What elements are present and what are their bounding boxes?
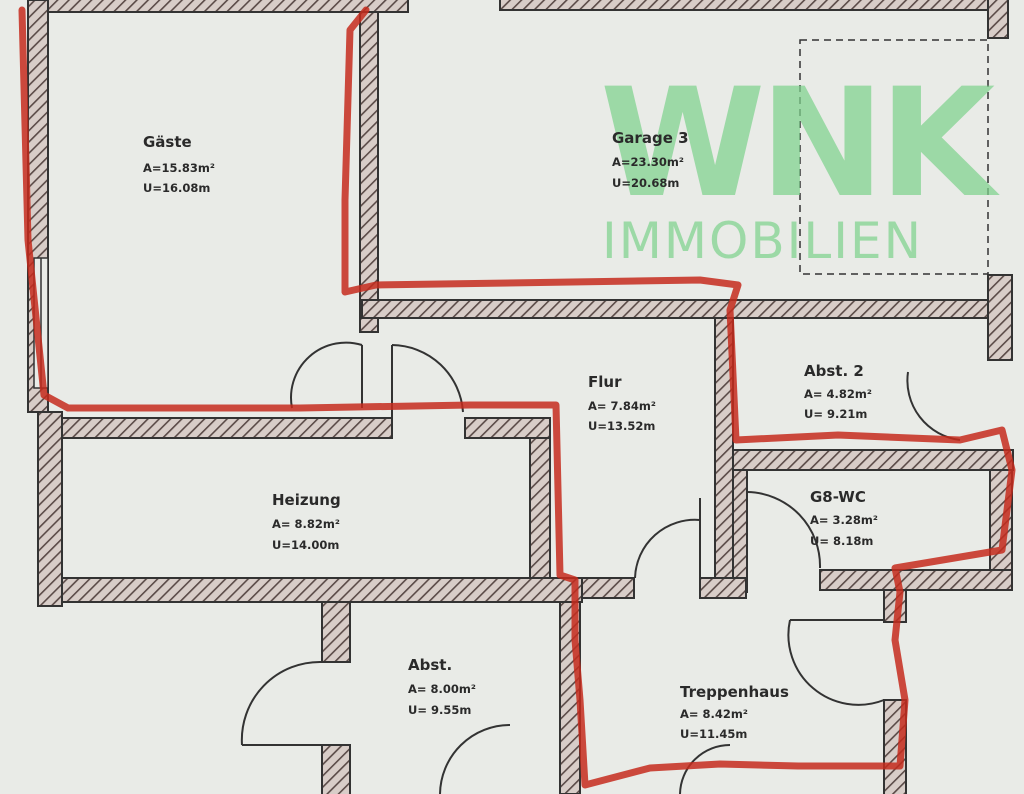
room-labels: Gäste A=15.83m² U=16.08m Garage 3 A=23.3… (143, 129, 878, 741)
wall (699, 577, 747, 599)
wall (819, 569, 1013, 591)
room-area-treppenhaus: A= 8.42m² (680, 707, 748, 721)
wall (61, 417, 393, 439)
wall (37, 411, 63, 607)
room-perimeter-garage: U=20.68m (612, 176, 679, 190)
wall (361, 299, 1013, 319)
door-swing (746, 491, 822, 569)
wall (321, 601, 351, 663)
room-perimeter-treppenhaus: U=11.45m (680, 727, 747, 741)
room-perimeter-heizung: U=14.00m (272, 538, 339, 552)
dashed-outline (799, 39, 989, 275)
room-name-flur: Flur (588, 373, 622, 391)
door-swing (634, 518, 701, 579)
wall (61, 577, 583, 603)
watermark-logo: WNK (600, 57, 1000, 231)
room-perimeter-flur: U=13.52m (588, 419, 655, 433)
room-area-flur: A= 7.84m² (588, 399, 656, 413)
room-name-abst: Abst. (408, 656, 452, 674)
room-perimeter-gwc: U= 8.18m (810, 534, 873, 548)
room-area-gaeste: A=15.83m² (143, 161, 215, 175)
highlight-line (18, 6, 1016, 789)
wall (987, 274, 1013, 361)
room-area-gwc: A= 3.28m² (810, 513, 878, 527)
room-area-abst: A= 8.00m² (408, 682, 476, 696)
door-swing (240, 660, 323, 746)
wall (321, 744, 351, 794)
room-name-treppenhaus: Treppenhaus (680, 683, 789, 701)
room-name-gaeste: Gäste (143, 133, 192, 151)
walls (27, 0, 1014, 794)
room-area-abst2: A= 4.82m² (804, 387, 872, 401)
room-name-abst2: Abst. 2 (804, 362, 864, 380)
wall (732, 449, 1014, 471)
doors (240, 341, 961, 794)
highlight-boundary (18, 6, 1016, 789)
door-swing (787, 619, 885, 706)
door-swing (391, 344, 464, 413)
wall (987, 0, 1009, 39)
door-swing (439, 724, 511, 794)
room-area-heizung: A= 8.82m² (272, 517, 340, 531)
room-name-heizung: Heizung (272, 491, 341, 509)
room-perimeter-gaeste: U=16.08m (143, 181, 210, 195)
wall (464, 417, 551, 439)
room-area-garage: A=23.30m² (612, 155, 684, 169)
room-perimeter-abst: U= 9.55m (408, 703, 471, 717)
room-perimeter-abst2: U= 9.21m (804, 407, 867, 421)
door-swing (679, 744, 731, 794)
wall (499, 0, 996, 11)
watermark: WNK IMMOBILIEN (600, 57, 1006, 270)
wall (359, 11, 379, 333)
wall (47, 0, 409, 13)
room-name-garage: Garage 3 (612, 129, 689, 147)
room-name-gwc: G8-WC (810, 488, 866, 506)
wall (581, 577, 635, 599)
wall (529, 437, 551, 579)
door-swing (290, 341, 363, 409)
watermark-subtitle: IMMOBILIEN (602, 212, 923, 270)
wall (732, 469, 748, 593)
